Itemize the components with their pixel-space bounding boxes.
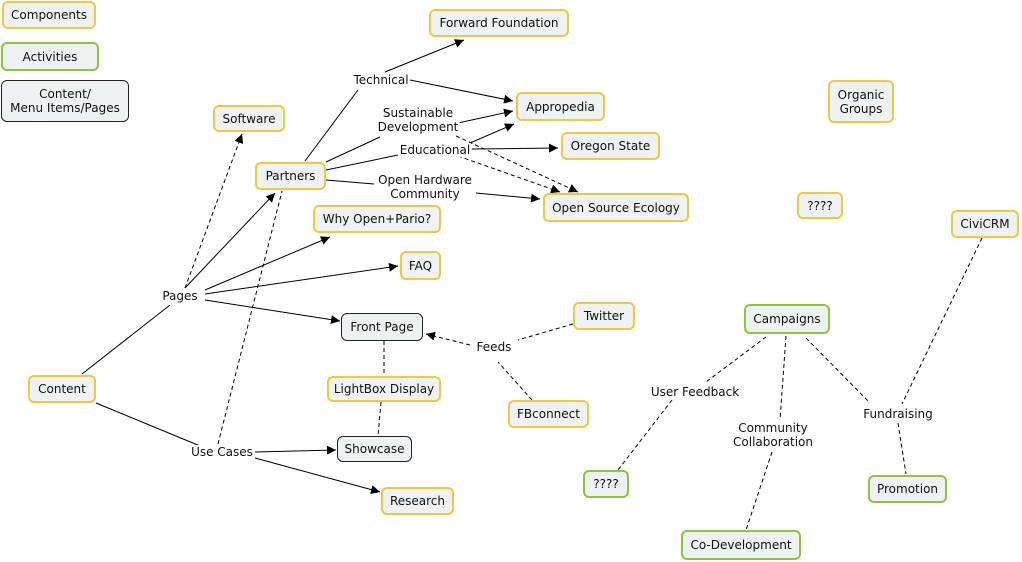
- node-front-page[interactable]: Front Page: [341, 313, 423, 341]
- link-campaigns-fundraising: [805, 337, 871, 404]
- node-civicrm[interactable]: CiviCRM: [951, 210, 1019, 238]
- link-educational-oregon: [471, 143, 559, 153]
- link-usecases-partners: [217, 190, 283, 445]
- link-educational-appropedia: [469, 123, 515, 144]
- link-technical-forward: [384, 39, 465, 73]
- link-feeds-frontpage: [425, 331, 471, 346]
- node-why-open-pario[interactable]: Why Open+Pario?: [313, 205, 441, 233]
- legend-components: Components: [2, 1, 96, 29]
- link-lightbox-showcase: [377, 401, 382, 437]
- label-community-collaboration: Community Collaboration: [732, 421, 814, 449]
- label-technical: Technical: [352, 73, 410, 87]
- link-partners-educational: [325, 154, 399, 171]
- node-partners[interactable]: Partners: [255, 162, 326, 190]
- node-twitter[interactable]: Twitter: [573, 302, 635, 330]
- node-research[interactable]: Research: [381, 487, 454, 515]
- link-campaigns-userfeedback: [705, 336, 767, 383]
- label-open-hardware-community: Open Hardware Community: [377, 173, 473, 201]
- link-content-usecases: [95, 402, 206, 449]
- label-sustainable-development: Sustainable Development: [376, 106, 460, 134]
- node-co-development[interactable]: Co-Development: [681, 530, 801, 560]
- label-educational: Educational: [398, 143, 472, 157]
- node-lightbox-display[interactable]: LightBox Display: [327, 376, 441, 402]
- link-partners-openhardware: [325, 179, 375, 185]
- label-use-cases: Use Cases: [190, 445, 254, 459]
- legend-content: Content/ Menu Items/Pages: [1, 80, 129, 122]
- node-fbconnect[interactable]: FBconnect: [508, 400, 589, 428]
- link-partners-sustainable: [325, 136, 381, 163]
- node-unknown-top[interactable]: ????: [797, 192, 843, 219]
- link-usecases-showcase: [254, 445, 337, 455]
- label-fundraising: Fundraising: [862, 407, 934, 421]
- link-campaigns-community: [779, 335, 787, 421]
- node-forward-foundation[interactable]: Forward Foundation: [429, 9, 569, 37]
- node-unknown-bottom[interactable]: ????: [583, 470, 629, 498]
- node-content[interactable]: Content: [28, 375, 96, 403]
- node-appropedia[interactable]: Appropedia: [516, 92, 605, 121]
- link-sustainable-appropedia: [457, 108, 514, 124]
- link-pages-partners: [184, 192, 276, 289]
- link-pages-faq: [204, 262, 399, 295]
- node-showcase[interactable]: Showcase: [337, 436, 412, 462]
- node-campaigns[interactable]: Campaigns: [744, 304, 830, 334]
- node-software[interactable]: Software: [213, 105, 285, 132]
- label-user-feedback: User Feedback: [649, 385, 741, 399]
- legend-activities: Activities: [1, 42, 99, 71]
- link-fbconnect-feeds: [497, 361, 533, 401]
- link-userfeedback-unknown: [617, 399, 673, 471]
- node-faq[interactable]: FAQ: [400, 251, 441, 280]
- label-feeds: Feeds: [475, 340, 513, 354]
- link-educational-ose: [457, 155, 561, 194]
- node-organic-groups[interactable]: Organic Groups: [828, 80, 894, 123]
- link-civicrm-fundraising: [901, 237, 983, 405]
- link-openhardware-ose: [475, 192, 541, 203]
- link-twitter-feeds: [517, 323, 574, 341]
- label-pages: Pages: [161, 289, 199, 303]
- link-pages-software: [184, 133, 244, 289]
- node-open-source-ecology[interactable]: Open Source Ecology: [543, 193, 689, 222]
- node-promotion[interactable]: Promotion: [868, 475, 947, 503]
- link-pages-frontpage: [204, 299, 341, 325]
- link-community-codev: [745, 451, 773, 531]
- link-partners-technical: [304, 89, 359, 162]
- link-sustainable-ose: [455, 135, 579, 193]
- link-fundraising-promotion: [897, 422, 907, 475]
- link-content-pages: [81, 304, 171, 375]
- link-usecases-research: [254, 457, 381, 494]
- node-oregon-state[interactable]: Oregon State: [561, 132, 660, 160]
- link-pages-why: [204, 236, 331, 291]
- link-technical-appropedia: [409, 79, 514, 104]
